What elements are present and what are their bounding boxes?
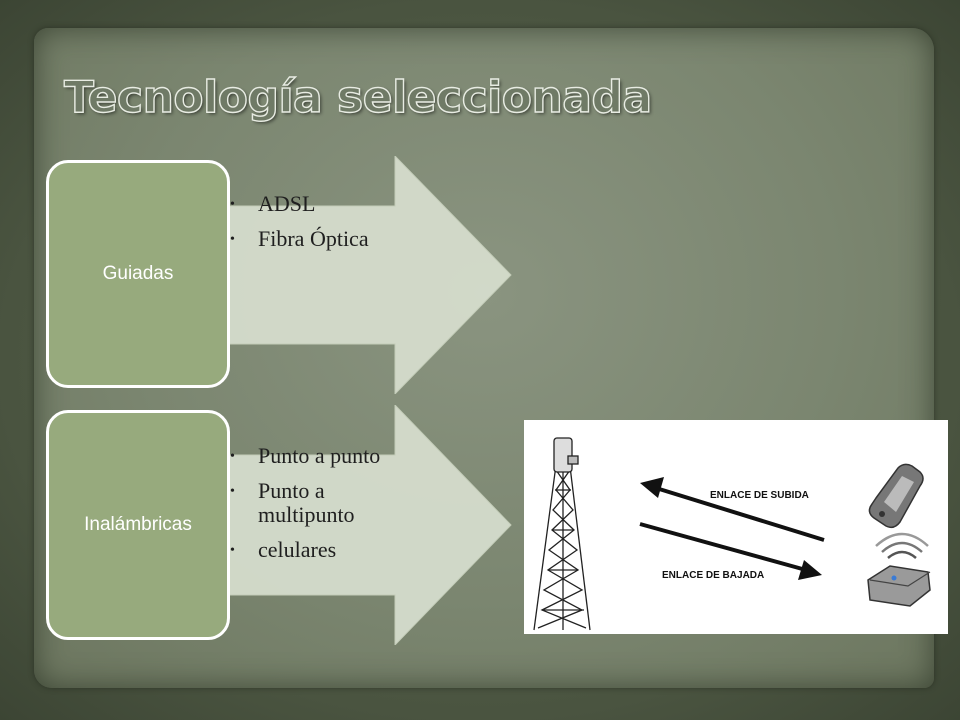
mobile-phone-icon xyxy=(868,463,924,529)
downlink-arrow xyxy=(639,522,822,580)
list-item: Punto a punto xyxy=(228,443,398,469)
guiadas-box: Guiadas xyxy=(46,160,230,388)
wireless-router-icon xyxy=(867,532,931,607)
uplink-label: ENLACE DE SUBIDA xyxy=(710,490,809,501)
inalambricas-label: Inalámbricas xyxy=(84,514,192,535)
guiadas-list: ADSL Fibra Óptica xyxy=(228,191,369,261)
guiadas-label: Guiadas xyxy=(102,263,174,284)
list-item: Punto a multipunto xyxy=(228,478,398,528)
wireless-link-diagram: ENLACE DE SUBIDA ENLACE DE BAJADA xyxy=(524,420,948,634)
inalambricas-list: Punto a punto Punto a multipunto celular… xyxy=(228,443,398,573)
antenna-tower-icon xyxy=(533,437,591,631)
inalambricas-box: Inalámbricas xyxy=(46,410,230,640)
uplink-arrow xyxy=(640,477,825,542)
slide-title: Tecnología seleccionada xyxy=(63,71,653,123)
list-item: Fibra Óptica xyxy=(228,226,369,252)
list-item: ADSL xyxy=(228,191,369,217)
list-item: celulares xyxy=(228,537,398,563)
downlink-label: ENLACE DE BAJADA xyxy=(662,570,764,581)
